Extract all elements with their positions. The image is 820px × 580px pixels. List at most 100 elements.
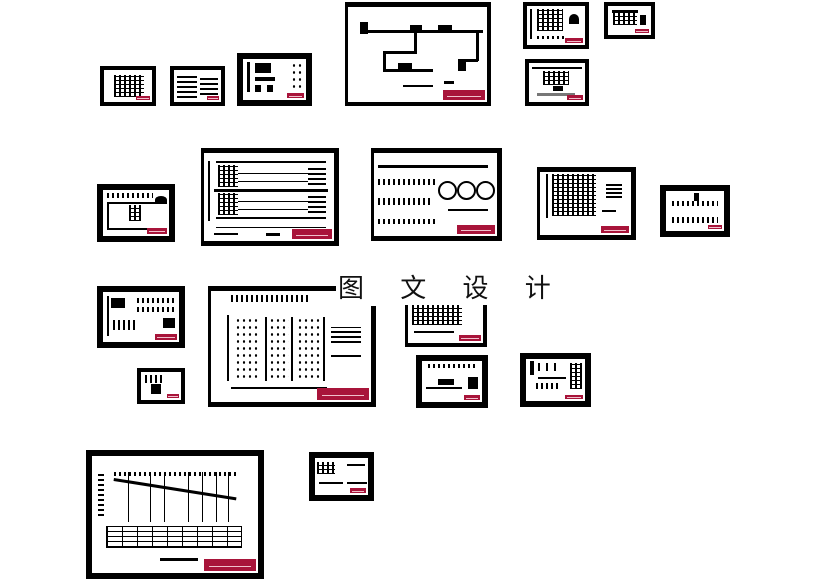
station-line (228, 472, 229, 522)
tank-block (468, 377, 478, 389)
label-underline (347, 482, 367, 484)
base-line (231, 387, 327, 389)
structure-grid (412, 305, 462, 325)
pipe-line (383, 51, 417, 54)
equipment-grid (543, 71, 569, 85)
pipe-line (383, 51, 386, 71)
sheet-paper (666, 191, 724, 231)
drawing-sheet-section[interactable] (604, 2, 655, 39)
legend-table (606, 184, 622, 198)
drawing-sheet-misc-detail[interactable] (309, 452, 374, 501)
base-line (107, 228, 157, 230)
structural-grid (552, 174, 596, 216)
drawing-sheet-equipment[interactable] (525, 59, 589, 106)
title-block (317, 388, 369, 400)
sheet-paper (243, 59, 306, 100)
label-underline (403, 85, 433, 87)
profile-data-table (106, 526, 242, 548)
channel-line (238, 209, 308, 210)
dimension-line (227, 315, 229, 381)
title-block (708, 225, 722, 229)
sheet-margin (199, 148, 201, 246)
drawing-sheet-layout[interactable] (97, 184, 175, 242)
sheet-paper (526, 359, 585, 401)
label-text (266, 233, 280, 236)
section-detail-circle (457, 181, 476, 200)
sheet-paper (103, 190, 169, 236)
pipe-line (426, 387, 462, 389)
detail-line (347, 464, 365, 466)
detail-shape (151, 384, 161, 394)
wall-line (107, 202, 157, 204)
equipment-block (553, 86, 563, 91)
drawing-sheet-structure[interactable] (403, 305, 487, 347)
title-block (601, 226, 629, 233)
channel-line (238, 173, 308, 174)
drawing-sheet-detail[interactable] (660, 185, 730, 237)
column-dots (269, 317, 289, 379)
sheet-paper (174, 70, 221, 102)
bay-divider (291, 317, 293, 381)
window-row (137, 298, 175, 303)
drawing-sheet-small-detail[interactable] (137, 368, 185, 404)
wall-line (538, 377, 566, 379)
sheet-margin (206, 286, 208, 407)
divider (214, 189, 328, 192)
roof-truss (231, 295, 311, 302)
station-line (164, 472, 165, 522)
station-line (188, 472, 189, 522)
dimension-line (530, 9, 532, 39)
title-block (155, 334, 177, 340)
sheet-paper (104, 70, 152, 102)
channel-line (238, 181, 308, 182)
frame-line (532, 67, 582, 69)
equipment-unit (398, 63, 412, 69)
profile-grade-line (113, 478, 237, 501)
sheet-paper (527, 6, 585, 45)
profile-top (114, 472, 238, 476)
drawing-sheet-building[interactable] (97, 286, 185, 348)
label-underline (602, 210, 616, 212)
drawing-sheet-elevation[interactable] (523, 2, 589, 49)
pipe-profile-hatch (378, 219, 436, 224)
elevation-scale (98, 472, 104, 516)
drawing-sheet-profile[interactable] (84, 450, 264, 579)
drawing-sheet-column-grid[interactable] (206, 286, 376, 407)
pipe-line (414, 31, 417, 53)
sheet-paper (204, 153, 334, 241)
drawing-sheet-tank-plan[interactable] (199, 148, 339, 246)
drawing-sheet-process-flow[interactable] (343, 2, 491, 106)
drawing-sheet-pipe-section[interactable] (369, 148, 502, 241)
sheet-paper (141, 372, 181, 400)
drawing-sheet-table[interactable] (100, 66, 156, 106)
drawing-sheet-plan[interactable] (237, 53, 312, 106)
wall-line (107, 296, 109, 336)
sheet-paper (540, 172, 631, 235)
outlet-rows (308, 195, 326, 213)
title-block (147, 228, 167, 234)
tank-unit (360, 22, 368, 34)
title-block (565, 38, 583, 43)
window-row (137, 307, 175, 312)
label-text (444, 81, 454, 84)
title-block (207, 96, 219, 100)
label-underline (160, 558, 198, 561)
base-line (414, 331, 454, 333)
drawing-sheet-control-room[interactable] (520, 353, 591, 407)
dimension-line (546, 174, 548, 218)
elevation-shape (569, 14, 579, 24)
drawing-sheet-notes[interactable] (170, 66, 225, 106)
pipe-line (368, 30, 483, 33)
sheet-paper (422, 361, 482, 402)
channel-line (238, 201, 308, 202)
room-grid (129, 205, 141, 221)
station-line (128, 472, 129, 522)
equipment-block (163, 318, 175, 328)
beam-detail (672, 201, 718, 206)
drawing-sheet-grid-plan[interactable] (535, 167, 636, 240)
drawing-sheet-pump-room[interactable] (416, 355, 488, 408)
title-block (136, 96, 150, 100)
sheet-margin (369, 148, 371, 241)
title-block (635, 29, 649, 33)
equipment-row (536, 383, 560, 389)
